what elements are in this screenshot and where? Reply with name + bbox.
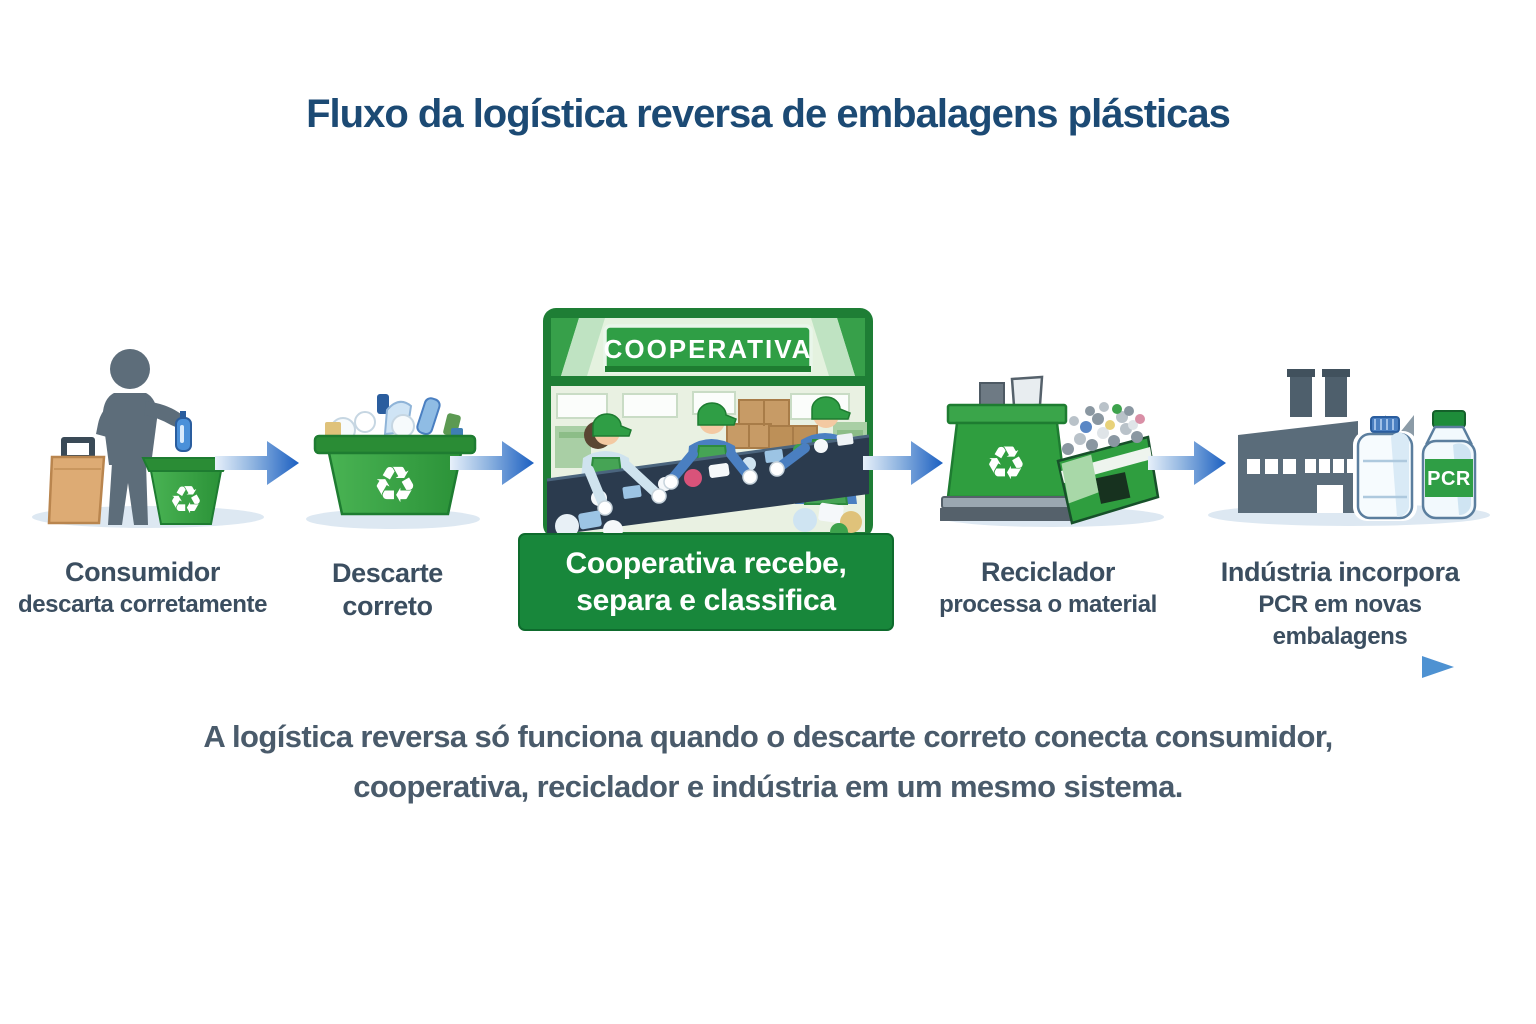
recycling-machine-icon: ♻ [940,375,1078,521]
arrow-right-icon [215,441,299,485]
recycle-icon: ♻ [985,436,1026,490]
recycle-bin-icon: ♻ [313,434,477,516]
person-icon [96,349,186,525]
recycler-illustration: ♻ [940,375,1164,527]
recycle-icon: ♻ [373,456,418,514]
label-descarte-line1: Descarte correto [332,558,443,621]
pcr-bottle-icon: PCR [1421,410,1477,520]
recycle-icon: ♻ [169,478,203,522]
label-consumidor-line1: Consumidor [65,557,220,587]
label-consumidor-line2: descarta corretamente [17,591,268,618]
cooperativa-sign: COOPERATIVA [604,334,813,364]
worker-arms [584,443,810,516]
page-title: Fluxo da logística reversa de embalagens… [306,92,1231,136]
consumer-illustration: ♻ [32,349,264,528]
full-bin-illustration: ♻ [306,394,480,529]
arrow-right-icon [863,441,943,485]
pellet-container-icon [1056,435,1160,525]
label-industria-line1: Indústria incorpora [1220,557,1460,587]
banner-line2: separa e classifica [576,584,836,617]
plastic-waste-icons [325,394,463,443]
white-bottle-icon [1353,416,1417,521]
cooperativa-banner: Cooperativa recebe, separa e classifica [518,533,894,631]
arrow-right-icon [450,441,534,485]
label-reciclador-line1: Reciclador [980,557,1116,587]
industry-illustration: PCR [1208,369,1490,526]
pcr-bottle-label: PCR [1427,468,1471,490]
footer-line2: cooperativa, reciclador e indústria em u… [353,769,1183,804]
label-consumidor: Consumidor descarta corretamente [10,556,275,621]
label-industria: Indústria incorpora PCR em novas embalag… [1194,556,1486,653]
label-industria-line2: PCR em novas embalagens [1258,591,1422,650]
cooperativa-illustration: COOPERATIVA [543,308,873,538]
label-reciclador: Reciclador processa o material [938,556,1158,621]
awning: COOPERATIVA [543,318,873,386]
arrow-right-icon [1148,441,1226,485]
footer-line1: A logística reversa só funciona quando o… [203,719,1333,754]
banner-line1: Cooperativa recebe, [565,547,847,580]
pellets [1062,402,1145,455]
shopping-bag-icon [47,437,106,525]
flow-arrowhead-icon [1422,656,1454,678]
recycle-bin-icon: ♻ [141,457,231,525]
label-reciclador-line2: processa o material [939,591,1157,618]
bottle-icon [175,411,192,452]
flow-arrow [78,656,1454,678]
footer-caption: A logística reversa só funciona quando o… [0,712,1536,812]
label-descarte: Descarte correto [285,557,490,623]
